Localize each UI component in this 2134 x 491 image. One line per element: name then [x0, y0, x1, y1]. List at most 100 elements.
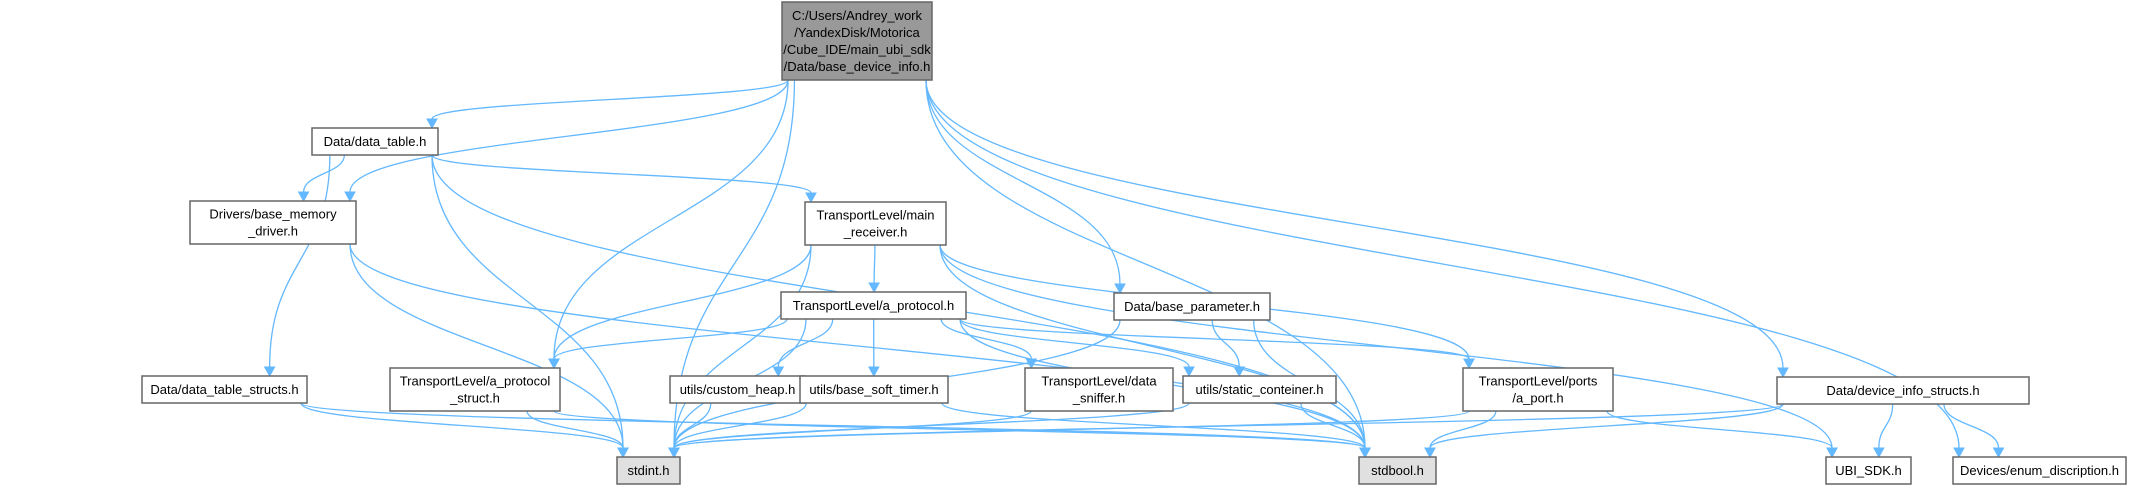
- edge-line: [431, 154, 624, 449]
- edge-line: [959, 318, 1190, 368]
- arrowhead-icon: [1359, 447, 1371, 459]
- edge-main_receiver-to-a_protocol: [868, 244, 880, 294]
- edge-line: [873, 244, 876, 284]
- edge-line: [349, 243, 1366, 449]
- node-label: Data/data_table_structs.h: [150, 382, 298, 397]
- arrowhead-icon: [868, 366, 880, 378]
- node-label: TransportLevel/ports: [1479, 374, 1598, 389]
- node-ubi_sdk[interactable]: UBI_SDK.h: [1825, 456, 1912, 485]
- node-label: TransportLevel/data: [1041, 374, 1157, 389]
- edge-line: [1429, 403, 1784, 449]
- node-data_sniffer[interactable]: TransportLevel/data _sniffer.h: [1024, 367, 1174, 412]
- node-box: [1113, 292, 1271, 321]
- edge-base_memory_driver-to-stdbool: [349, 243, 1371, 459]
- edge-line: [1429, 410, 1497, 449]
- node-static_conteiner[interactable]: utils/static_conteiner.h: [1182, 375, 1337, 404]
- node-a_protocol[interactable]: TransportLevel/a_protocol.h: [780, 291, 967, 320]
- node-data_table_structs[interactable]: Data/data_table_structs.h: [141, 375, 308, 404]
- node-label: UBI_SDK.h: [1835, 463, 1901, 478]
- node-a_protocol_struct[interactable]: TransportLevel/a_protocol_struct.h: [389, 367, 561, 412]
- node-box: [141, 375, 308, 404]
- arrowhead-icon: [344, 191, 356, 203]
- edge-a_port-to-stdbool: [1424, 410, 1497, 459]
- node-box: [804, 201, 947, 246]
- edge-line: [1211, 319, 1240, 368]
- edge-line: [300, 402, 624, 449]
- edge-line: [553, 410, 1366, 449]
- node-a_port[interactable]: TransportLevel/ports/a_port.h: [1462, 367, 1614, 412]
- edge-line: [925, 79, 1784, 369]
- node-label: _sniffer.h: [1072, 391, 1126, 406]
- node-box: [189, 200, 357, 245]
- node-label: Data/data_table.h: [324, 134, 427, 149]
- arrowhead-icon: [1424, 447, 1436, 459]
- edge-line: [673, 403, 1784, 449]
- edge-static_conteiner-to-stdbool: [1300, 402, 1371, 459]
- edge-line: [431, 79, 789, 120]
- edge-data_table-to-main_receiver: [431, 154, 817, 204]
- edge-root-to-base_parameter: [925, 79, 1126, 295]
- node-box: [1952, 456, 2127, 485]
- node-label: stdbool.h: [1371, 463, 1424, 478]
- edge-line: [1943, 403, 2000, 449]
- node-base_memory_driver[interactable]: Drivers/base_memory_driver.h: [189, 200, 357, 245]
- node-stdbool[interactable]: stdbool.h: [1358, 456, 1437, 485]
- edge-root-to-a_protocol_struct: [548, 79, 789, 370]
- node-label: TransportLevel/main: [816, 208, 934, 223]
- node-data_table[interactable]: Data/data_table.h: [311, 127, 439, 156]
- node-label: /YandexDisk/Motorica: [794, 25, 920, 40]
- node-box: [616, 456, 681, 485]
- edge-a_protocol-to-static_conteiner: [959, 318, 1195, 378]
- node-box: [1358, 456, 1437, 485]
- node-label: Data/device_info_structs.h: [1826, 383, 1979, 398]
- node-device_info_structs[interactable]: Data/device_info_structs.h: [1776, 376, 2030, 405]
- edge-line: [553, 318, 788, 360]
- edge-line: [1878, 403, 1894, 449]
- edge-a_protocol-to-a_protocol_struct: [548, 318, 788, 370]
- edge-line: [925, 79, 1366, 449]
- edge-line: [431, 154, 812, 194]
- edge-device_info_structs-to-stdint: [668, 403, 1784, 459]
- node-base_parameter[interactable]: Data/base_parameter.h: [1113, 292, 1271, 321]
- edge-line: [673, 244, 812, 449]
- edge-a_protocol-to-custom_heap: [772, 318, 834, 378]
- node-label: Devices/enum_discription.h: [1960, 463, 2119, 478]
- node-base_soft_timer[interactable]: utils/base_soft_timer.h: [799, 375, 949, 404]
- arrowhead-icon: [1233, 366, 1246, 378]
- arrowhead-icon: [805, 192, 817, 204]
- edge-line: [777, 318, 834, 368]
- arrowhead-icon: [548, 358, 560, 370]
- edge-data_table-to-base_memory_driver: [297, 154, 346, 203]
- edge-line: [673, 402, 712, 449]
- node-custom_heap[interactable]: utils/custom_heap.h: [669, 375, 806, 404]
- node-stdint[interactable]: stdint.h: [616, 456, 681, 485]
- edge-device_info_structs-to-stdbool: [1424, 403, 1784, 459]
- arrowhead-icon: [772, 366, 785, 378]
- arrowhead-icon: [1826, 447, 1838, 459]
- arrowhead-icon: [1873, 447, 1885, 459]
- edge-data_table-to-data_table_structs: [263, 154, 331, 378]
- edge-line: [940, 318, 1032, 360]
- node-box: [389, 367, 561, 412]
- arrowhead-icon: [426, 118, 438, 130]
- node-label: utils/custom_heap.h: [680, 382, 796, 397]
- edge-main_receiver-to-a_protocol_struct: [548, 244, 812, 370]
- node-box: [669, 375, 806, 404]
- edge-device_info_structs-to-enum_discription: [1943, 403, 2005, 459]
- node-label: utils/base_soft_timer.h: [809, 382, 938, 397]
- edge-line: [925, 79, 1121, 285]
- node-label: Data/base_parameter.h: [1124, 299, 1260, 314]
- node-label: _receiver.h: [843, 225, 908, 240]
- edge-a_protocol-to-a_port: [959, 318, 1475, 370]
- node-enum_discription[interactable]: Devices/enum_discription.h: [1952, 456, 2127, 485]
- edge-line: [673, 402, 807, 449]
- node-label: /a_port.h: [1512, 391, 1563, 406]
- edge-line: [1300, 402, 1366, 449]
- edge-base_parameter-to-static_conteiner: [1211, 319, 1246, 378]
- node-root[interactable]: C:/Users/Andrey_work/YandexDisk/Motorica…: [781, 1, 933, 81]
- node-main_receiver[interactable]: TransportLevel/main _receiver.h: [804, 201, 947, 246]
- edge-line: [553, 79, 789, 360]
- node-box: [1825, 456, 1912, 485]
- node-box: [1182, 375, 1337, 404]
